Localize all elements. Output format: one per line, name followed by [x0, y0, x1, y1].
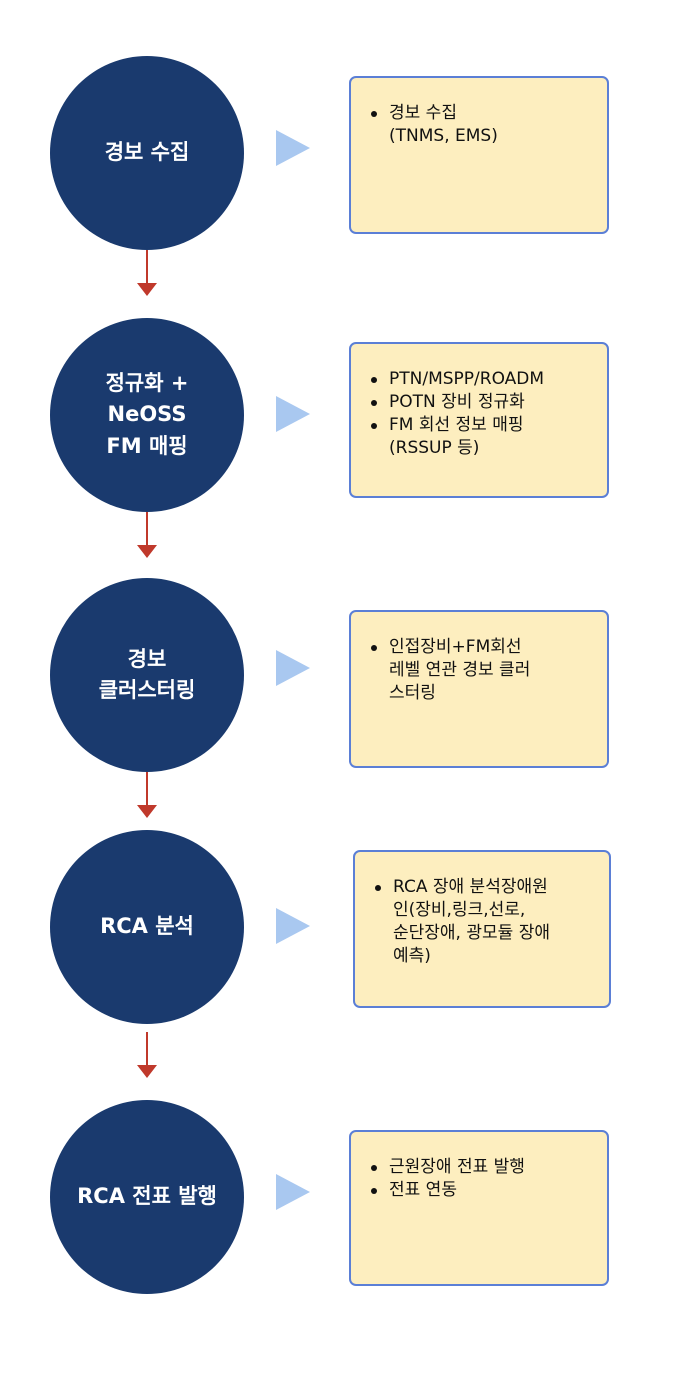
step-detail-box-cluster: 인접장비+FM회선 레벨 연관 경보 클러 스터링 [349, 610, 609, 768]
step-detail-box-collect: 경보 수집 (TNMS, EMS) [349, 76, 609, 234]
detail-item: 근원장애 전표 발행 [367, 1156, 597, 1179]
right-pointer-icon [276, 396, 310, 432]
right-pointer-icon [276, 1174, 310, 1210]
step-detail-box-normalize: PTN/MSPP/ROADM POTN 장비 정규화 FM 회선 정보 매핑 (… [349, 342, 609, 498]
detail-item: 전표 연동 [367, 1179, 597, 1202]
right-pointer-icon [276, 130, 310, 166]
step-detail-box-rca-ticket: 근원장애 전표 발행 전표 연동 [349, 1130, 609, 1286]
step-circle-rca-ticket: RCA 전표 발행 [50, 1100, 244, 1294]
down-arrow-icon [137, 512, 157, 558]
detail-item: FM 회선 정보 매핑 (RSSUP 등) [367, 414, 597, 460]
detail-item: 인접장비+FM회선 레벨 연관 경보 클러 스터링 [367, 636, 597, 705]
down-arrow-icon [137, 1032, 157, 1078]
step-circle-cluster: 경보 클러스터링 [50, 578, 244, 772]
detail-item: PTN/MSPP/ROADM [367, 368, 597, 391]
detail-item: POTN 장비 정규화 [367, 391, 597, 414]
right-pointer-icon [276, 650, 310, 686]
detail-item: RCA 장애 분석장애원 인(장비,링크,선로, 순단장애, 광모듈 장애 예측… [371, 876, 599, 968]
step-circle-collect: 경보 수집 [50, 56, 244, 250]
step-circle-rca-analysis: RCA 분석 [50, 830, 244, 1024]
down-arrow-icon [137, 772, 157, 818]
down-arrow-icon [137, 250, 157, 296]
step-circle-normalize: 정규화 + NeOSS FM 매핑 [50, 318, 244, 512]
detail-item: 경보 수집 (TNMS, EMS) [367, 102, 597, 148]
right-pointer-icon [276, 908, 310, 944]
step-detail-box-rca-analysis: RCA 장애 분석장애원 인(장비,링크,선로, 순단장애, 광모듈 장애 예측… [353, 850, 611, 1008]
